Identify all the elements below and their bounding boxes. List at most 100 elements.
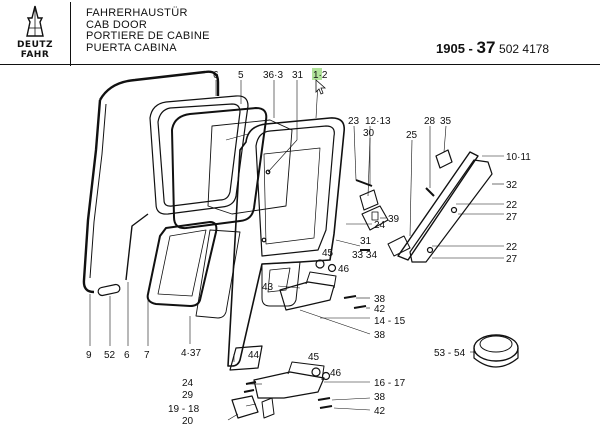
callout-25: 25 bbox=[406, 130, 418, 141]
leader-lines bbox=[89, 80, 504, 421]
lock-cylinder bbox=[371, 211, 379, 221]
grommet-body bbox=[473, 348, 519, 368]
callout-36-3: 36·3 bbox=[263, 70, 283, 81]
hinge-block bbox=[231, 395, 259, 419]
header: DEUTZ FAHR FAHRERHAUSTÜR CAB DOOR PORTIE… bbox=[0, 0, 600, 66]
callout-44: 44 bbox=[248, 350, 260, 361]
callout-46a: 46 bbox=[338, 264, 350, 275]
callout-16-17: 16 - 17 bbox=[374, 378, 406, 389]
bolt-38c bbox=[317, 397, 331, 401]
bolt-29 bbox=[243, 389, 255, 393]
callout-7: 7 bbox=[144, 350, 150, 361]
screw-22b bbox=[426, 246, 434, 254]
lower-window-seal bbox=[146, 221, 218, 307]
title-english: CAB DOOR bbox=[86, 18, 148, 31]
lower-glass-panel bbox=[195, 229, 241, 319]
callout-27b: 27 bbox=[506, 254, 518, 265]
callout-24b: 24 bbox=[182, 378, 194, 389]
callout-14-15: 14 - 15 bbox=[374, 316, 406, 327]
part-suffix: 502 4178 bbox=[499, 42, 550, 56]
header-divider-horizontal bbox=[0, 64, 600, 65]
glass-reflection bbox=[225, 133, 249, 141]
lower-window-glass bbox=[157, 229, 207, 297]
deutz-fahr-logo: DEUTZ FAHR bbox=[4, 4, 66, 60]
washer-46b bbox=[321, 371, 331, 381]
door-lock-panel bbox=[261, 261, 301, 307]
callout-42b: 42 bbox=[374, 406, 386, 417]
callout-32: 32 bbox=[506, 180, 518, 191]
callout-45b: 45 bbox=[308, 352, 320, 363]
handle-rail-25 bbox=[397, 151, 479, 261]
callout-28: 28 bbox=[424, 116, 436, 127]
hinge-upper bbox=[279, 281, 335, 311]
grommet-inner bbox=[479, 335, 513, 353]
bolt-24b bbox=[245, 381, 257, 385]
callout-6-bot: 6 bbox=[124, 350, 130, 361]
window-frame-upper bbox=[149, 95, 249, 215]
deutz-tower-icon bbox=[26, 5, 44, 37]
callout-22a: 22 bbox=[506, 200, 518, 211]
handle-housing-10-11 bbox=[409, 159, 493, 263]
callout-labels: 6 5 36·3 31 1·2 23 12·13 30 25 28 35 10·… bbox=[86, 70, 531, 426]
door-frame-window-opening bbox=[255, 125, 335, 257]
logo-fahr: FAHR bbox=[20, 50, 50, 60]
handle-clip-25 bbox=[387, 235, 411, 257]
door-screw-bottom bbox=[261, 237, 267, 243]
hinge-lower bbox=[253, 371, 325, 399]
callout-43: 43 bbox=[262, 282, 274, 293]
callout-23: 23 bbox=[348, 116, 360, 127]
grommet-outer bbox=[473, 334, 519, 362]
callout-22b: 22 bbox=[506, 242, 518, 253]
callout-31-mid: 31 bbox=[360, 236, 372, 247]
screw-22a bbox=[450, 206, 458, 214]
callout-9: 9 bbox=[86, 350, 92, 361]
part-number: 1905 - 37 502 4178 bbox=[436, 38, 549, 58]
nut-45a bbox=[315, 259, 325, 269]
part-group: 37 bbox=[476, 38, 496, 57]
mouse-pointer-icon bbox=[315, 79, 327, 95]
header-divider-vertical bbox=[70, 2, 71, 66]
nut-45b bbox=[311, 367, 321, 377]
callout-30: 30 bbox=[363, 128, 375, 139]
callout-38c: 38 bbox=[374, 392, 386, 403]
callout-27a: 27 bbox=[506, 212, 518, 223]
door-bottom-plate bbox=[229, 345, 263, 371]
callout-52: 52 bbox=[104, 350, 116, 361]
lock-plate-39 bbox=[361, 205, 389, 231]
title-spanish: PUERTA CABINA bbox=[86, 41, 177, 54]
callout-53-54: 53 - 54 bbox=[434, 348, 466, 359]
screw-23 bbox=[355, 179, 373, 187]
handle-knob-35 bbox=[435, 149, 453, 169]
callout-35: 35 bbox=[440, 116, 452, 127]
seal-strip-outer bbox=[98, 70, 220, 101]
bolt-42b bbox=[319, 405, 333, 409]
seal-strip-outer-side bbox=[82, 99, 102, 294]
hinge-lower-bracket bbox=[287, 361, 325, 381]
lock-catch-30 bbox=[359, 189, 379, 211]
callout-29: 29 bbox=[182, 390, 194, 401]
callout-1-2: 1·2 bbox=[313, 70, 328, 81]
bolt-38a bbox=[343, 295, 357, 299]
callout-24a: 24 bbox=[374, 220, 386, 231]
glass-pane bbox=[207, 119, 293, 215]
title-french: PORTIERE DE CABINE bbox=[86, 30, 210, 42]
seal-strip-outer-inner-edge bbox=[89, 103, 107, 279]
callout-highlight bbox=[312, 68, 322, 80]
callout-5: 5 bbox=[238, 70, 244, 81]
part-prefix: 1905 - bbox=[436, 41, 473, 56]
callout-42a: 42 bbox=[374, 304, 386, 315]
window-frame-upper-inner bbox=[157, 103, 241, 207]
frame-strip-lower bbox=[125, 213, 149, 281]
seal-clip bbox=[97, 283, 121, 297]
door-glass bbox=[263, 147, 321, 245]
washer-46a bbox=[327, 263, 337, 273]
callout-19-18: 19 - 18 bbox=[168, 404, 200, 415]
hinge-pin-plate bbox=[261, 397, 275, 419]
callout-4-37: 4·37 bbox=[181, 348, 201, 359]
callout-31-top: 31 bbox=[292, 70, 304, 81]
title-block: FAHRERHAUSTÜR CAB DOOR PORTIERE DE CABIN… bbox=[86, 7, 210, 54]
logo-deutz: DEUTZ bbox=[16, 40, 54, 50]
title-german: FAHRERHAUSTÜR bbox=[86, 7, 188, 19]
callout-10-11: 10·11 bbox=[506, 152, 531, 163]
